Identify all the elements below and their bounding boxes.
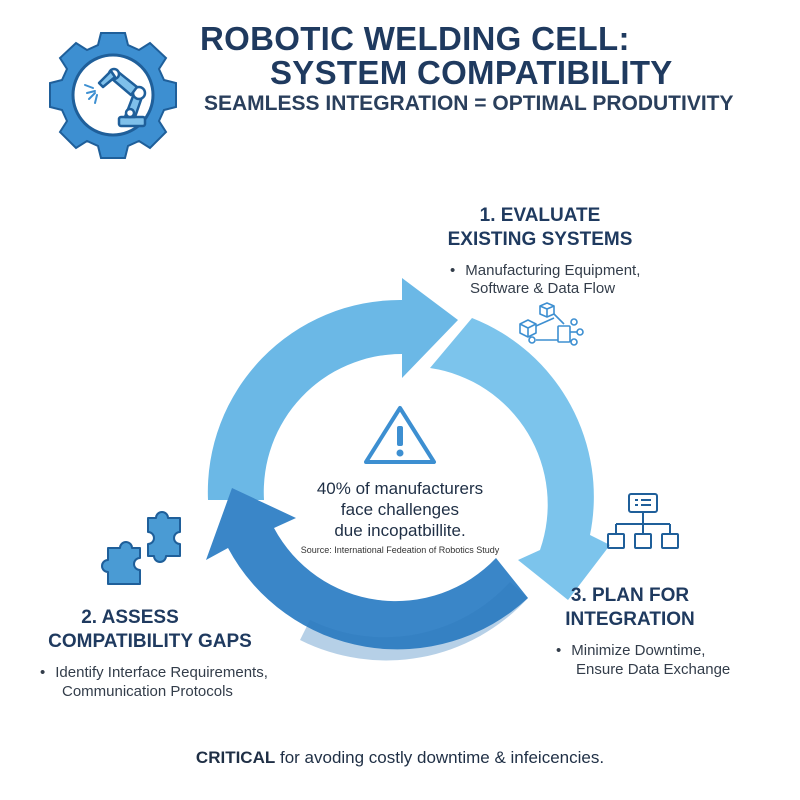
cycle-arrow-top-left [207,278,458,500]
step-2-bullet-line-1: •Identify Interface Requirements, [40,664,268,681]
step-1-bullet-line-1: •Manufacturing Equipment, [450,262,641,279]
step-3-title-line-2: INTEGRATION [565,609,695,630]
step-1-title-line-2: EXISTING SYSTEMS [447,229,633,250]
hierarchy-icon [607,493,679,549]
gear-robot-logo-icon [49,32,177,159]
title-line-1: ROBOTIC WELDING CELL: [200,20,630,57]
step-3-title-line-1: 3. PLAN FOR [570,585,690,606]
footer-note: CRITICAL for avoding costly downtime & i… [0,748,800,768]
step-2-title-line-2: COMPATIBILITY GAPS [48,631,252,652]
source-note: Source: International Fedeation of Robot… [300,545,500,555]
step-2-title-line-1: 2. ASSESS [81,607,179,628]
footer-strong: CRITICAL [195,748,276,767]
cycle-arrow-bottom [206,488,528,650]
cycle-arrow-right [430,318,610,600]
step-3-bullet-line-2: Ensure Data Exchange [576,661,731,678]
stat-line-1: 40% of manufacturers [316,479,484,498]
step-1-title-line-1: 1. EVALUATE [479,205,601,226]
title-line-2: SYSTEM COMPATIBILITY [270,54,673,91]
warning-icon [364,406,436,464]
stat-line-2: face challenges [340,500,460,519]
puzzle-icon [101,511,181,585]
step-1-bullet-line-2: Software & Data Flow [470,280,616,297]
subtitle: SEAMLESS INTEGRATION = OPTIMAL PRODUTIVI… [204,92,734,115]
step-3-bullet-line-1: •Minimize Downtime, [556,642,706,659]
network-icon [519,302,584,346]
footer-rest: for avoding costly downtime & infeicenci… [275,748,605,767]
step-2-bullet-line-2: Communication Protocols [62,683,233,700]
stat-line-3: due incopatbillite. [334,521,466,540]
